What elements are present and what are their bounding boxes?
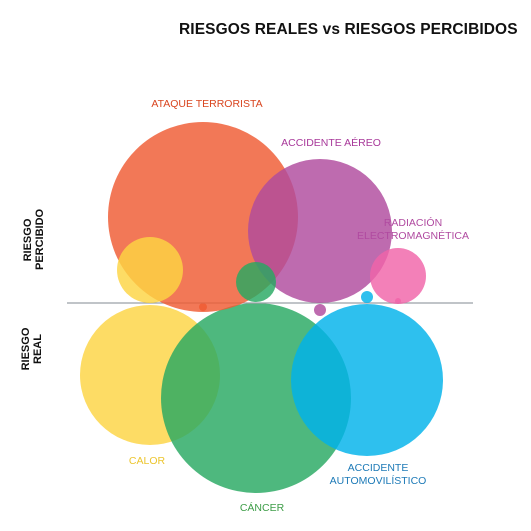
real-bubble-automovil [291,304,443,456]
label-aereo: ACCIDENTE AÉREO [281,137,381,150]
label-calor-line-0: CALOR [128,455,166,467]
diagram-title: RIESGOS REALES vs RIESGOS PERCIBIDOS [179,21,518,38]
label-aereo-line-0: ACCIDENTE AÉREO [281,137,381,149]
label-radiacion-line-1: ELECTROMAGNÉTICA [356,230,470,242]
label-terrorismo-line-0: ATAQUE TERRORISTA [151,98,263,110]
label-automovil-line-1: AUTOMOVILÍSTICO [329,475,427,487]
label-cancer-line-0: CÁNCER [239,502,285,514]
label-terrorismo: ATAQUE TERRORISTA [151,98,262,111]
label-cancer: CÁNCER [240,502,284,515]
perceived-bubble-radiacion [370,248,426,304]
label-radiacion-line-0: RADIACIÓN [383,217,443,229]
perceived-bubble-automovil [361,291,373,303]
perceived-bubble-cancer [236,262,276,302]
perceived-bubble-calor [117,237,183,303]
real-bubble-aereo [314,304,326,316]
label-calor: CALOR [129,455,165,468]
label-automovil-line-0: ACCIDENTE [347,462,409,474]
perceived-bubble-aereo [248,159,392,303]
